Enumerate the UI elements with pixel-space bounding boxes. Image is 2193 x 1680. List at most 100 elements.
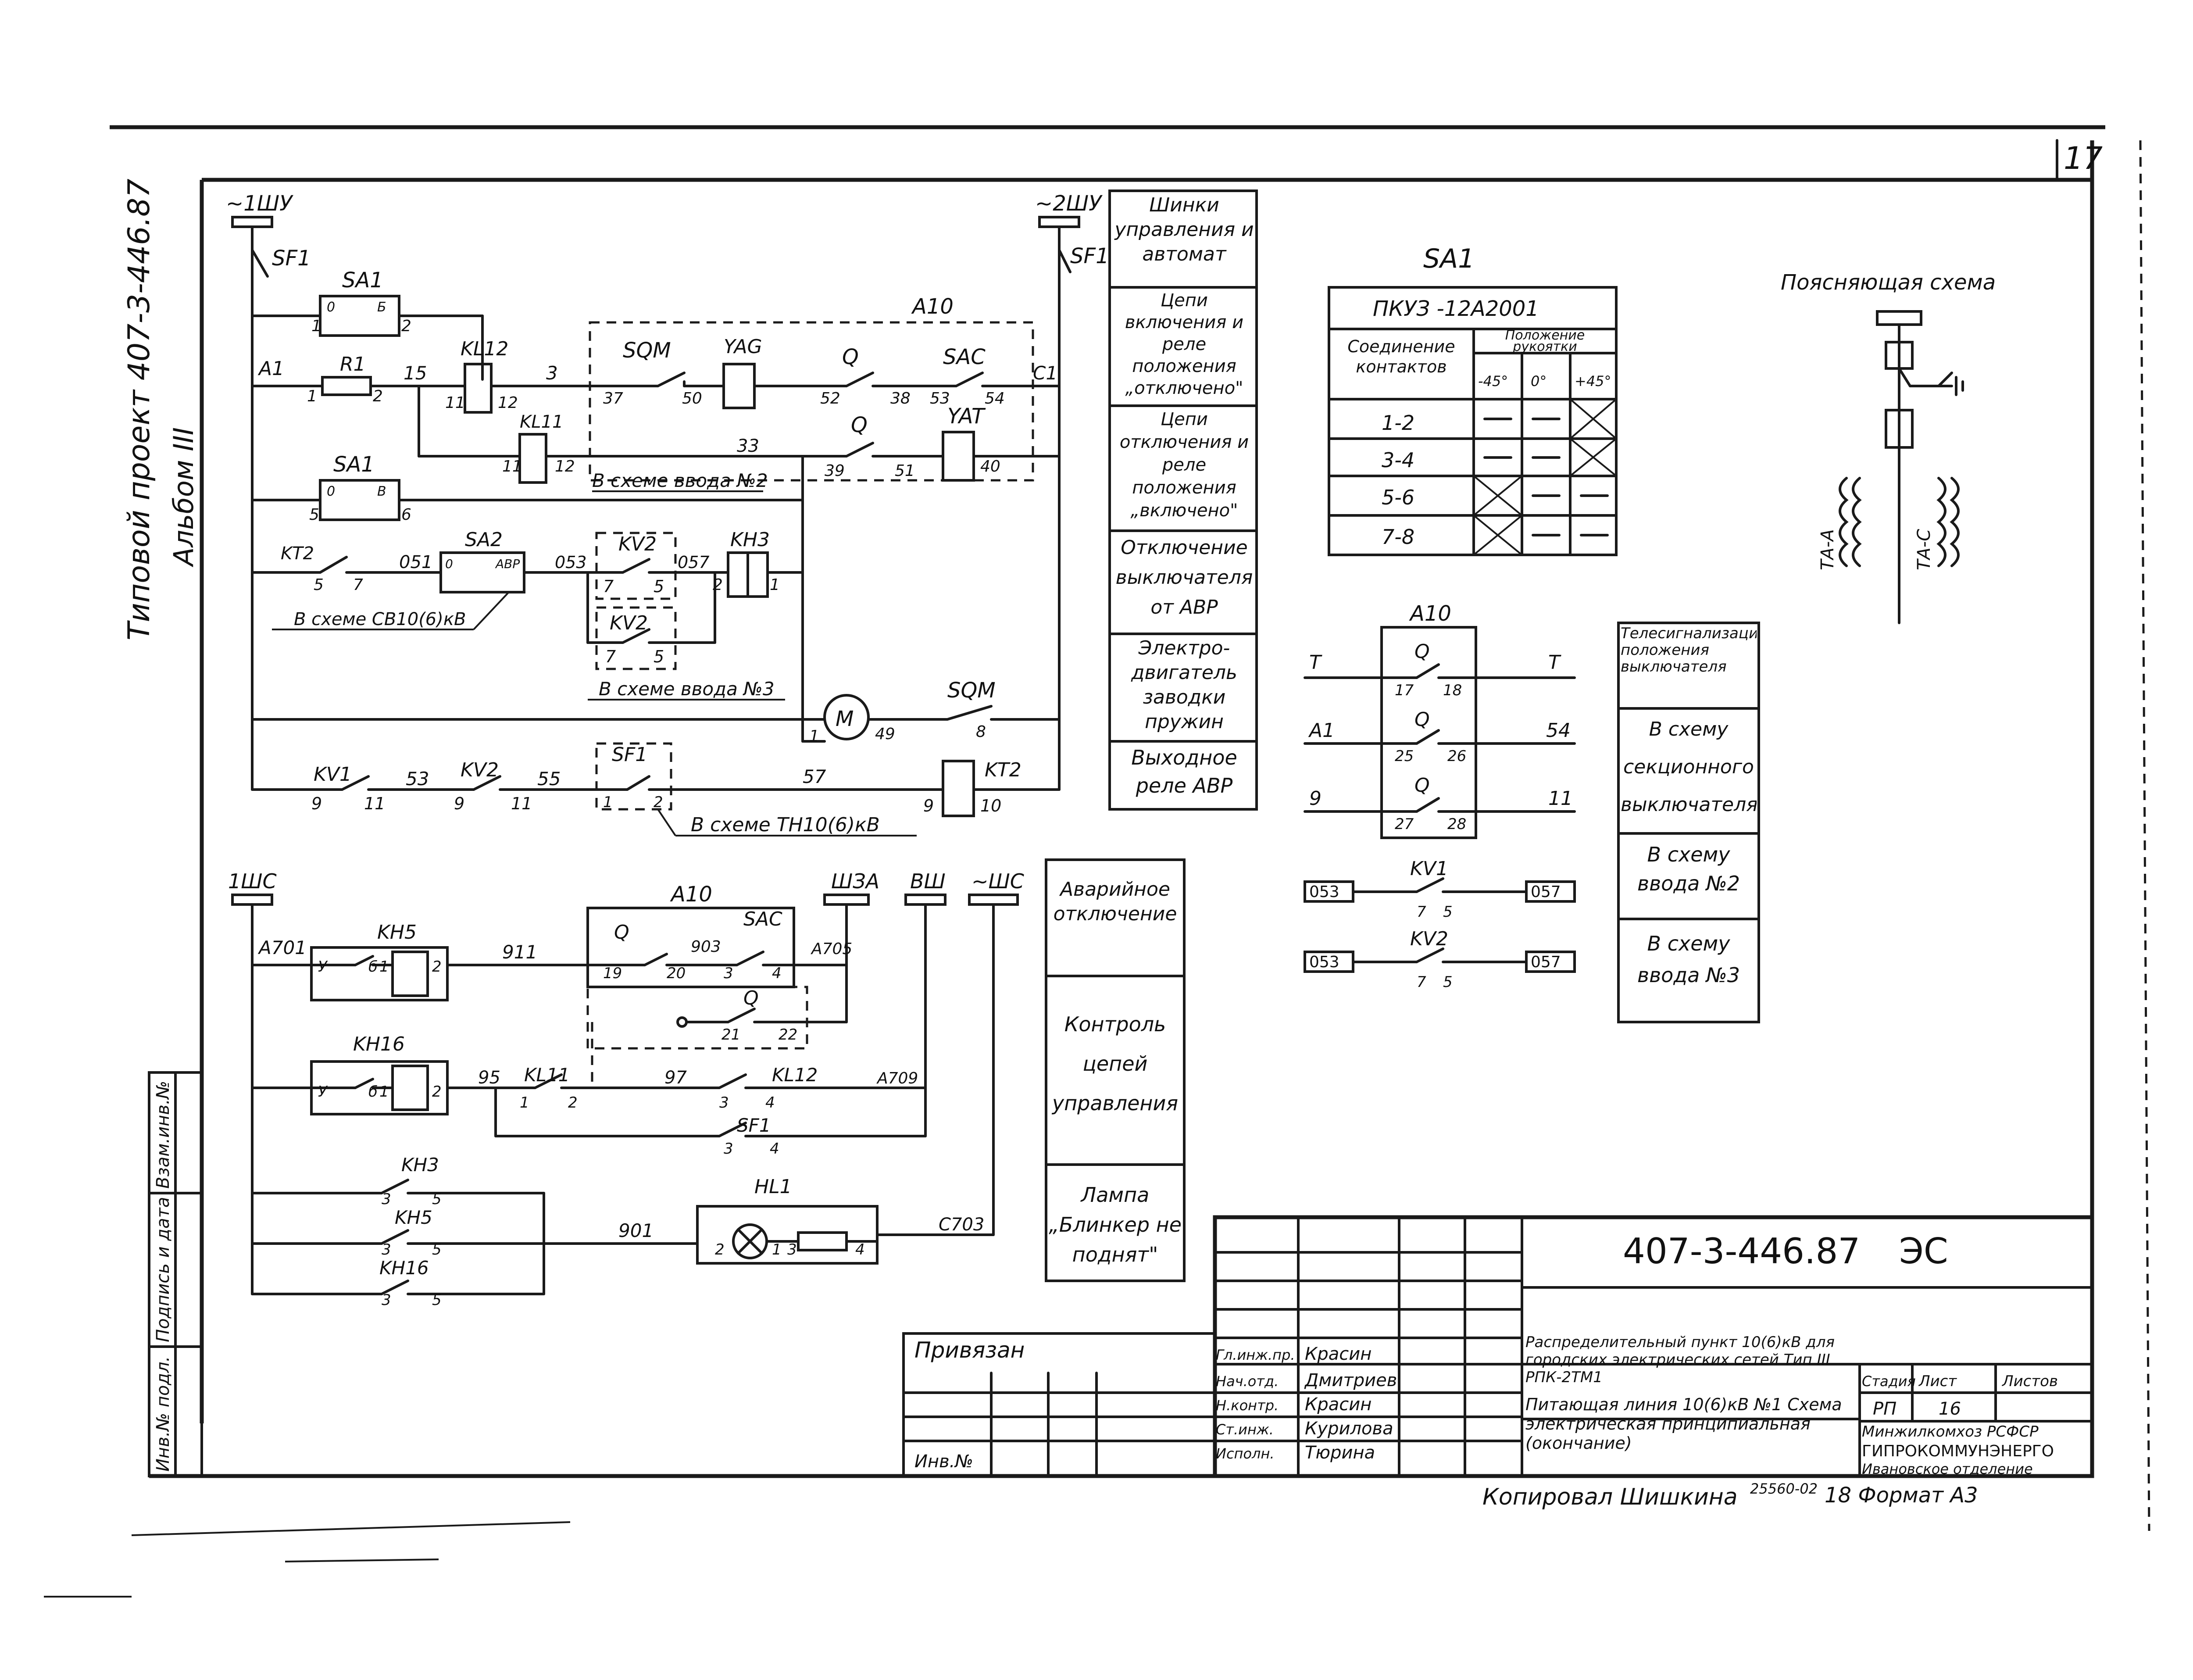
svg-text:3: 3 xyxy=(382,1241,391,1258)
svg-text:051: 051 xyxy=(399,552,432,572)
shc-terminal xyxy=(968,894,1019,906)
svg-text:3: 3 xyxy=(382,1291,391,1309)
svg-text:SF1: SF1 xyxy=(737,1115,771,1136)
svg-text:KV1: KV1 xyxy=(314,763,352,786)
svg-text:053: 053 xyxy=(555,553,587,572)
kl11-coil xyxy=(518,433,547,484)
a10-label: A10 xyxy=(911,294,954,319)
sa1-table: SA1 ПКУЗ -12А2001 Соединение контактов П… xyxy=(1328,243,1618,556)
svg-text:1ШС: 1ШС xyxy=(228,869,277,893)
svg-text:3: 3 xyxy=(724,1140,733,1158)
svg-text:15: 15 xyxy=(404,362,427,384)
svg-text:16: 16 xyxy=(1939,1399,1961,1419)
svg-text:7: 7 xyxy=(353,576,363,594)
svg-text:4: 4 xyxy=(772,965,782,982)
a10-block: A10 Т Q 17 18 Т A1 Q 25 26 54 9 Q 27 28 … xyxy=(1304,601,1576,991)
svg-text:901: 901 xyxy=(618,1220,654,1241)
side-title-album: Альбом III xyxy=(168,427,200,568)
page-number: 17 xyxy=(2064,140,2103,176)
svg-text:A709: A709 xyxy=(876,1069,918,1087)
svg-text:40: 40 xyxy=(980,458,1000,475)
side-label-inv: Инв.№ подл. xyxy=(153,1356,173,1472)
svg-text:Н.контр.: Н.контр. xyxy=(1216,1397,1279,1414)
svg-text:ШЗА: ШЗА xyxy=(831,869,879,893)
svg-text:KV1: KV1 xyxy=(1410,858,1448,880)
svg-text:б: б xyxy=(368,1083,378,1101)
doc-number: 407-3-446.87 xyxy=(1623,1231,1860,1272)
svg-text:5: 5 xyxy=(432,1190,442,1208)
svg-text:057: 057 xyxy=(678,553,710,572)
svg-text:KL12: KL12 xyxy=(772,1064,818,1086)
svg-text:KT2: KT2 xyxy=(985,759,1021,781)
svg-text:26: 26 xyxy=(1447,747,1466,765)
svg-text:A1: A1 xyxy=(1308,719,1335,742)
svg-text:5: 5 xyxy=(654,647,664,666)
svg-text:33: 33 xyxy=(737,436,759,456)
upper-legend: Шинки управления и автомат Цепи включени… xyxy=(1108,189,1258,811)
svg-text:11: 11 xyxy=(1548,787,1573,810)
svg-text:5: 5 xyxy=(1443,973,1453,991)
svg-text:SQM: SQM xyxy=(623,338,671,363)
svg-text:M: M xyxy=(836,707,854,731)
project-title: Распределительный пункт 10(6)кВ для горо… xyxy=(1525,1333,1835,1386)
svg-text:053: 053 xyxy=(1309,883,1339,901)
svg-text:Q: Q xyxy=(614,921,629,944)
legend-sectional-breaker: В схему секционного выключателя xyxy=(1621,718,1757,816)
bus1-label: ~1ШУ xyxy=(226,191,293,216)
svg-text:38: 38 xyxy=(890,390,911,407)
svg-text:В схеме СВ10(6)кВ: В схеме СВ10(6)кВ xyxy=(294,609,466,629)
svg-text:Q: Q xyxy=(1414,708,1430,731)
svg-text:5: 5 xyxy=(432,1241,442,1258)
svg-text:21: 21 xyxy=(721,1026,740,1044)
svg-text:Б: Б xyxy=(377,300,386,315)
svg-text:4: 4 xyxy=(765,1094,775,1112)
svg-text:57: 57 xyxy=(803,766,826,787)
kh5-coil xyxy=(391,951,429,997)
svg-text:7-8: 7-8 xyxy=(1382,525,1414,549)
svg-text:17: 17 xyxy=(1395,682,1414,699)
svg-text:9: 9 xyxy=(923,796,934,815)
svg-text:2: 2 xyxy=(401,317,411,335)
kl12-label: KL12 xyxy=(461,338,508,360)
svg-text:SAC: SAC xyxy=(743,908,782,930)
svg-text:KH3: KH3 xyxy=(730,529,770,551)
legend-control-bus: Шинки управления и автомат xyxy=(1114,194,1254,265)
svg-text:ПКУЗ -12А2001: ПКУЗ -12А2001 xyxy=(1373,297,1539,321)
svg-text:3: 3 xyxy=(719,1094,729,1112)
svg-text:Ивановское отделение: Ивановское отделение xyxy=(1862,1461,2033,1477)
svg-text:11: 11 xyxy=(502,458,522,475)
svg-text:В: В xyxy=(377,484,386,499)
svg-text:2: 2 xyxy=(715,1241,725,1258)
svg-text:54: 54 xyxy=(1546,719,1571,742)
svg-text:1: 1 xyxy=(809,727,819,745)
svg-text:1: 1 xyxy=(379,1083,389,1101)
svg-text:KL11: KL11 xyxy=(520,412,563,432)
svg-text:ВШ: ВШ xyxy=(910,869,946,893)
svg-text:KV2: KV2 xyxy=(1410,928,1448,950)
a10-box xyxy=(589,321,1034,482)
svg-text:KH3: KH3 xyxy=(401,1154,439,1176)
svg-text:Стадия: Стадия xyxy=(1862,1373,1916,1390)
side-label-sign: Подпись и дата xyxy=(153,1197,173,1342)
legend-telesignal: Телесигнализация положения выключателя xyxy=(1621,625,1757,676)
svg-text:SA1: SA1 xyxy=(333,452,375,477)
svg-text:12: 12 xyxy=(555,458,575,475)
svg-text:-45°: -45° xyxy=(1478,373,1508,390)
svg-text:A10: A10 xyxy=(1409,601,1451,626)
explain-scheme: Поясняющая схема ТА-А ТА-С xyxy=(1781,270,1996,624)
svg-text:8: 8 xyxy=(976,723,986,741)
svg-text:28: 28 xyxy=(1447,815,1466,833)
svg-text:KH16: KH16 xyxy=(379,1257,429,1279)
svg-text:A10: A10 xyxy=(670,882,712,907)
legend-input3: В схему ввода №3 xyxy=(1637,932,1740,987)
sf1-mid-box xyxy=(595,742,672,811)
svg-text:18: 18 xyxy=(1443,682,1462,699)
legend-avr-output: Выходное реле АВР xyxy=(1131,746,1237,797)
svg-text:Нач.отд.: Нач.отд. xyxy=(1216,1373,1279,1390)
svg-text:SA1: SA1 xyxy=(1423,243,1475,274)
yag-coil xyxy=(722,363,756,409)
svg-text:3: 3 xyxy=(382,1190,391,1208)
legend-input2: В схему ввода №2 xyxy=(1637,843,1740,895)
svg-text:51: 51 xyxy=(895,462,915,480)
